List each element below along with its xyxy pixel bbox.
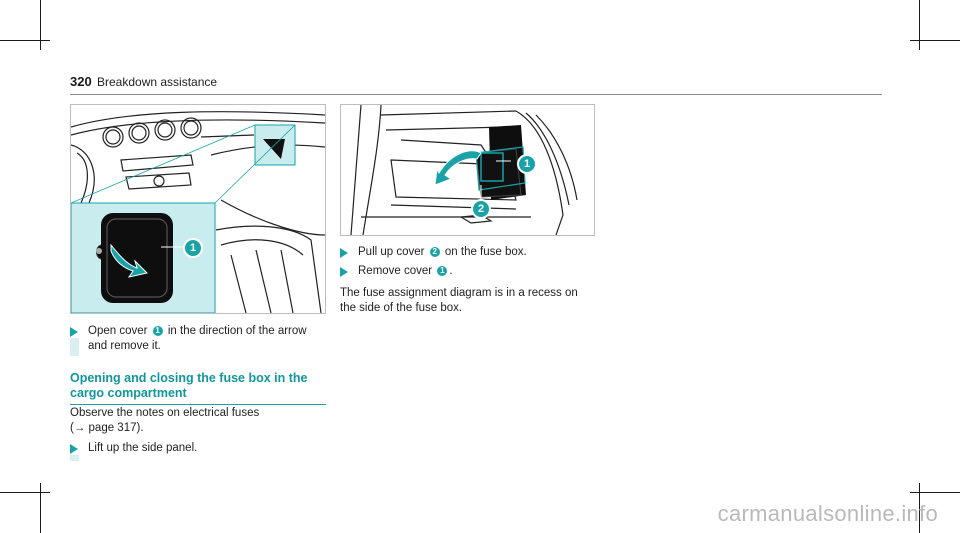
callout-1: 1 [517, 154, 537, 174]
page-header: 320 Breakdown assistance [70, 72, 882, 95]
step-arrow-icon [70, 444, 78, 454]
dashboard-figure: 1 [70, 104, 326, 314]
step-lift-panel: Lift up the side panel. [70, 441, 330, 473]
step-arrow-icon [340, 267, 348, 277]
ref-1: 1 [152, 326, 163, 336]
cargo-illustration [350, 105, 578, 235]
section-title: Breakdown assistance [97, 75, 218, 89]
step-remove-cover: Remove cover 1. [340, 264, 600, 284]
watermark: carmanualsonline.info [717, 501, 938, 526]
dashboard-illustration [71, 111, 325, 313]
step-bar [70, 338, 79, 356]
page-reference-link[interactable]: (→ page 317). [70, 422, 144, 434]
step-pull-cover: Pull up cover 2 on the fuse box. [340, 245, 600, 265]
step-arrow-icon [340, 248, 348, 258]
page-number: 320 [70, 74, 92, 89]
step-arrow-icon [70, 327, 78, 337]
step-text: Open cover [88, 325, 148, 337]
callout-1: 1 [183, 238, 203, 258]
section-heading: Opening and closing the fuse box in the … [70, 371, 326, 405]
callout-2: 2 [471, 199, 491, 219]
step-open-cover: Open cover 1 in the direction of the arr… [70, 324, 330, 356]
step-text: and remove it. [88, 340, 161, 352]
step-text: in the direction of the arrow [167, 325, 307, 337]
note-paragraph: Observe the notes on electrical fuses (→… [70, 407, 260, 434]
ref-2: 2 [429, 247, 440, 257]
fuse-diagram-note: The fuse assignment diagram is in a rece… [340, 287, 578, 314]
ref-1: 1 [437, 266, 448, 276]
cargo-figure: 1 2 [340, 104, 595, 236]
step-bar [70, 455, 79, 461]
